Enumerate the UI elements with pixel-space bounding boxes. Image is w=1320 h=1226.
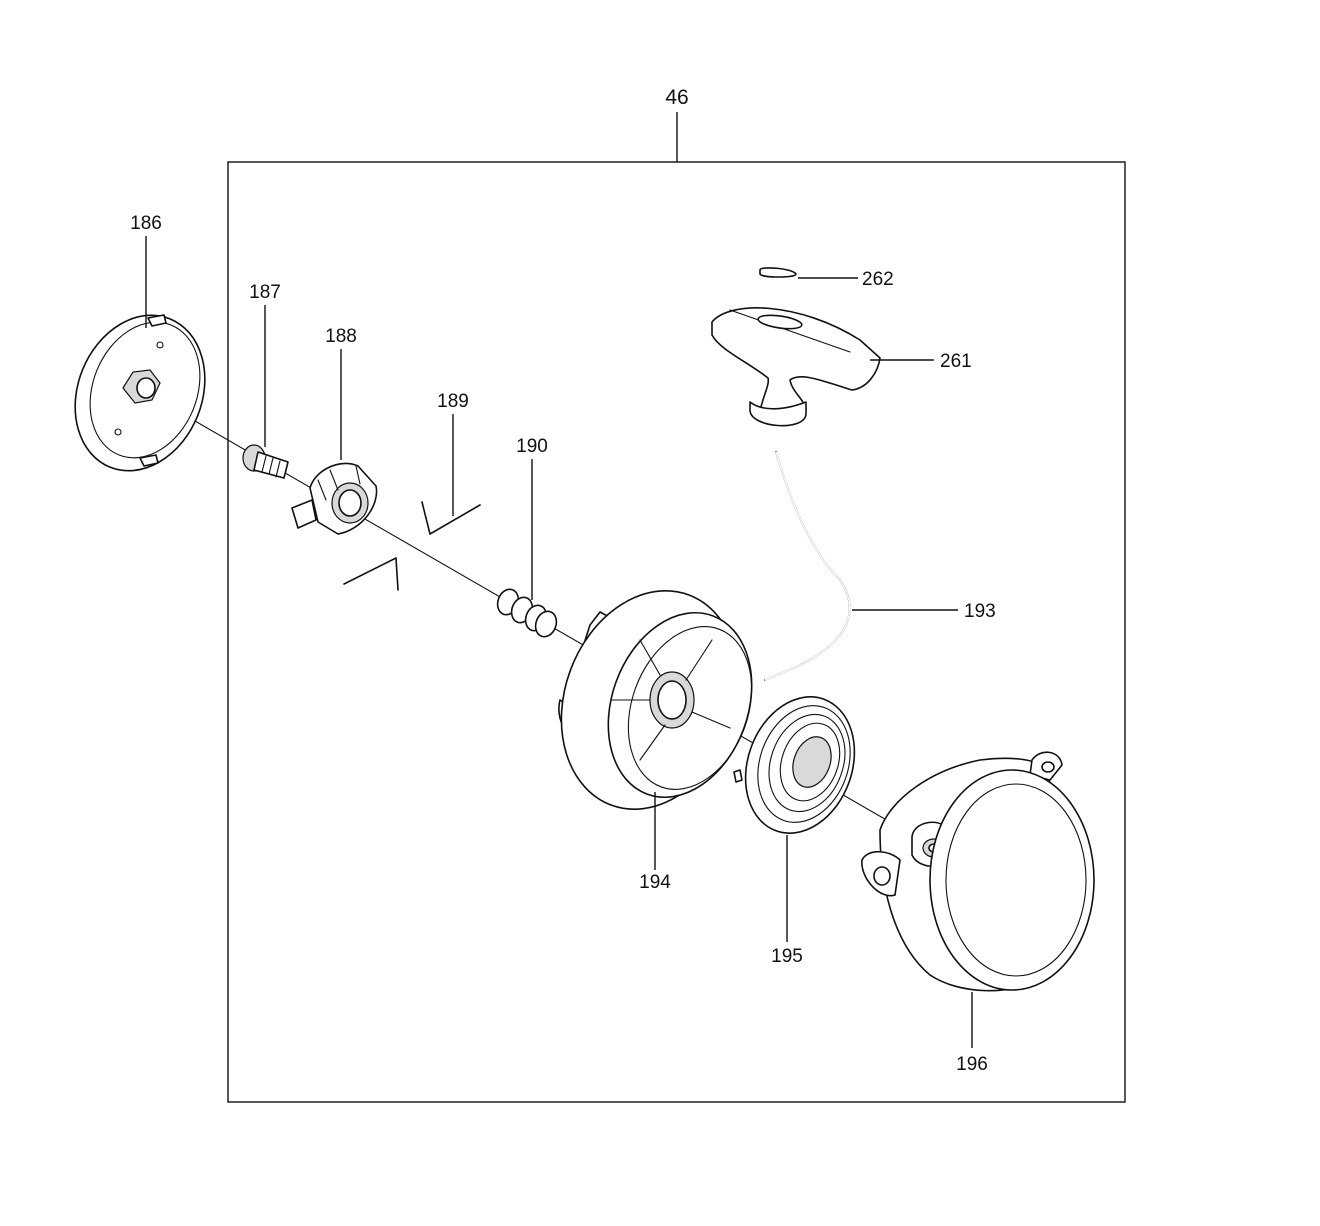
svg-text:196: 196 — [956, 1054, 988, 1075]
callout-190: 190 — [516, 436, 548, 600]
svg-text:190: 190 — [516, 436, 548, 457]
svg-text:188: 188 — [325, 326, 357, 347]
assembly-number: 46 — [665, 86, 688, 109]
part-190-spring — [496, 588, 558, 638]
callout-193: 193 — [852, 601, 996, 622]
part-262-insert — [759, 267, 797, 278]
callout-196: 196 — [956, 992, 988, 1075]
svg-text:262: 262 — [862, 269, 894, 290]
callout-195: 195 — [771, 835, 803, 967]
callout-262: 262 — [798, 269, 894, 290]
svg-text:189: 189 — [437, 391, 469, 412]
callout-186: 186 — [130, 213, 162, 328]
part-187-bolt — [242, 444, 289, 479]
part-194-reel — [558, 590, 753, 810]
callout-188: 188 — [325, 326, 357, 460]
part-188-ratchet — [291, 462, 378, 535]
callout-189: 189 — [437, 391, 469, 516]
svg-text:193: 193 — [964, 601, 996, 622]
part-189-pins — [343, 501, 481, 591]
callout-261: 261 — [870, 351, 972, 372]
part-195-recoil-spring — [733, 696, 856, 834]
callout-187: 187 — [249, 282, 281, 447]
part-196-housing — [861, 751, 1095, 992]
svg-text:261: 261 — [940, 351, 972, 372]
svg-text:194: 194 — [639, 872, 671, 893]
part-261-handle — [711, 307, 881, 427]
part-193-rope — [764, 451, 851, 681]
svg-text:186: 186 — [130, 213, 162, 234]
callout-194: 194 — [639, 792, 671, 893]
svg-text:195: 195 — [771, 946, 803, 967]
part-186-flange — [74, 314, 206, 472]
svg-text:187: 187 — [249, 282, 281, 303]
